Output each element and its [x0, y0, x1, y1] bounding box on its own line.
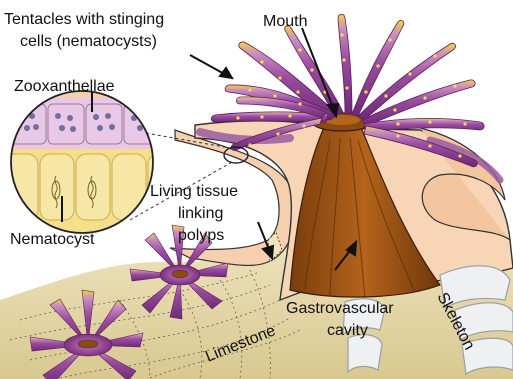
label-mouth: Mouth	[263, 13, 307, 30]
label-tentacles-line1: Tentacles with stinging	[4, 11, 164, 28]
label-gastrovascular-line2: cavity	[327, 322, 368, 339]
label-nematocyst: Nematocyst	[10, 231, 95, 248]
label-gastrovascular-line1: Gastrovascular	[286, 300, 394, 317]
label-tentacles-line2: cells (nematocysts)	[20, 33, 157, 50]
label-living-tissue: Living tissue linking polyps	[150, 183, 238, 244]
label-tentacles: Tentacles with stinging cells (nematocys…	[4, 11, 164, 50]
label-living-tissue-line2: linking	[178, 205, 223, 222]
label-living-tissue-line1: Living tissue	[150, 183, 238, 200]
magnified-tissue-lens	[0, 80, 248, 250]
label-zooxanthellae: Zooxanthellae	[14, 78, 115, 95]
label-living-tissue-line3: polyps	[178, 227, 224, 244]
